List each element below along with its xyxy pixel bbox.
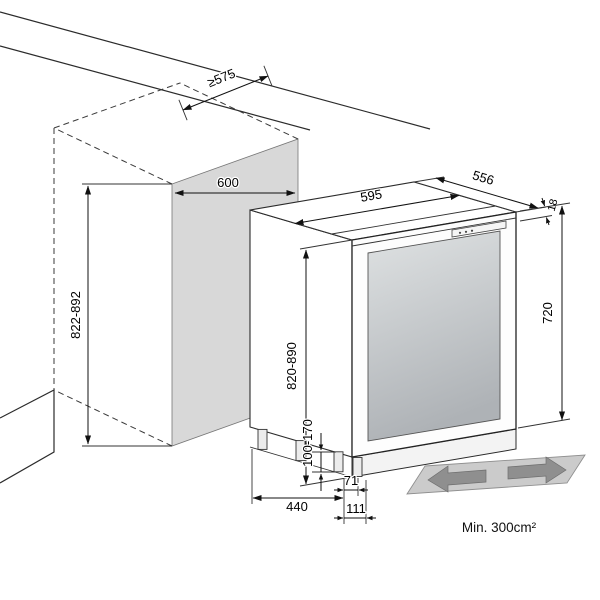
dim-door-overlap-label: 18: [546, 198, 561, 213]
control-dot-icon: [470, 229, 474, 232]
dim-unit-width-label: 595: [359, 186, 383, 204]
airflow-arrow-left-icon: [427, 465, 487, 493]
ext-line: [299, 239, 353, 250]
appliance-foot: [352, 457, 363, 477]
appliance-foot: [333, 451, 344, 473]
dim-base-depth-label: 440: [286, 499, 308, 514]
dim-unit-depth-label: 556: [471, 167, 496, 188]
dimensions: ≥575 600 822-892 595 556 18 720 820: [67, 64, 571, 524]
appliance-foot: [257, 428, 268, 450]
dim-unit-depth: [435, 177, 539, 209]
dim-offset-small-label: 71: [344, 473, 358, 488]
niche-edge-top-right: [179, 82, 299, 140]
counter-top-edge-lower: [0, 45, 311, 131]
dim-door-overlap-b: [545, 217, 551, 226]
control-dot-icon: [464, 230, 468, 233]
door-top-seam: [351, 217, 517, 247]
dim-unit-width: [294, 193, 460, 226]
niche-edge-back-top: [53, 82, 181, 129]
ext-line: [299, 476, 353, 487]
dim-unit-height-label: 820-890: [284, 342, 299, 390]
ventilation-min-label: Min. 300cm²: [462, 520, 537, 535]
niche-edge-top-left: [53, 127, 173, 185]
airflow-arrow-right-icon: [507, 456, 567, 484]
control-panel: [451, 220, 507, 238]
ventilation: Min. 300cm²: [406, 454, 586, 535]
niche-edge-bottom-left: [53, 389, 173, 447]
dim-offset-large-label: 111: [346, 501, 366, 516]
ext-line: [519, 202, 571, 212]
dim-plinth-height-label: 100-170: [300, 419, 315, 467]
dim-door-height-label: 720: [540, 302, 555, 324]
control-dot-icon: [458, 231, 462, 234]
dim-niche-width-label: 600: [217, 175, 239, 190]
dim-counter-depth: [182, 75, 269, 111]
counter-top-edge-upper: [0, 11, 431, 130]
appliance: [249, 181, 517, 478]
countertop: [0, 11, 431, 484]
door-glass-panel: [367, 230, 501, 442]
dim-niche-height-label: 822-892: [68, 291, 83, 339]
ext-line: [519, 215, 553, 222]
dim-door-overlap-a: [540, 197, 546, 207]
ext-line: [517, 418, 571, 429]
cabinet-base-edge: [0, 389, 55, 484]
